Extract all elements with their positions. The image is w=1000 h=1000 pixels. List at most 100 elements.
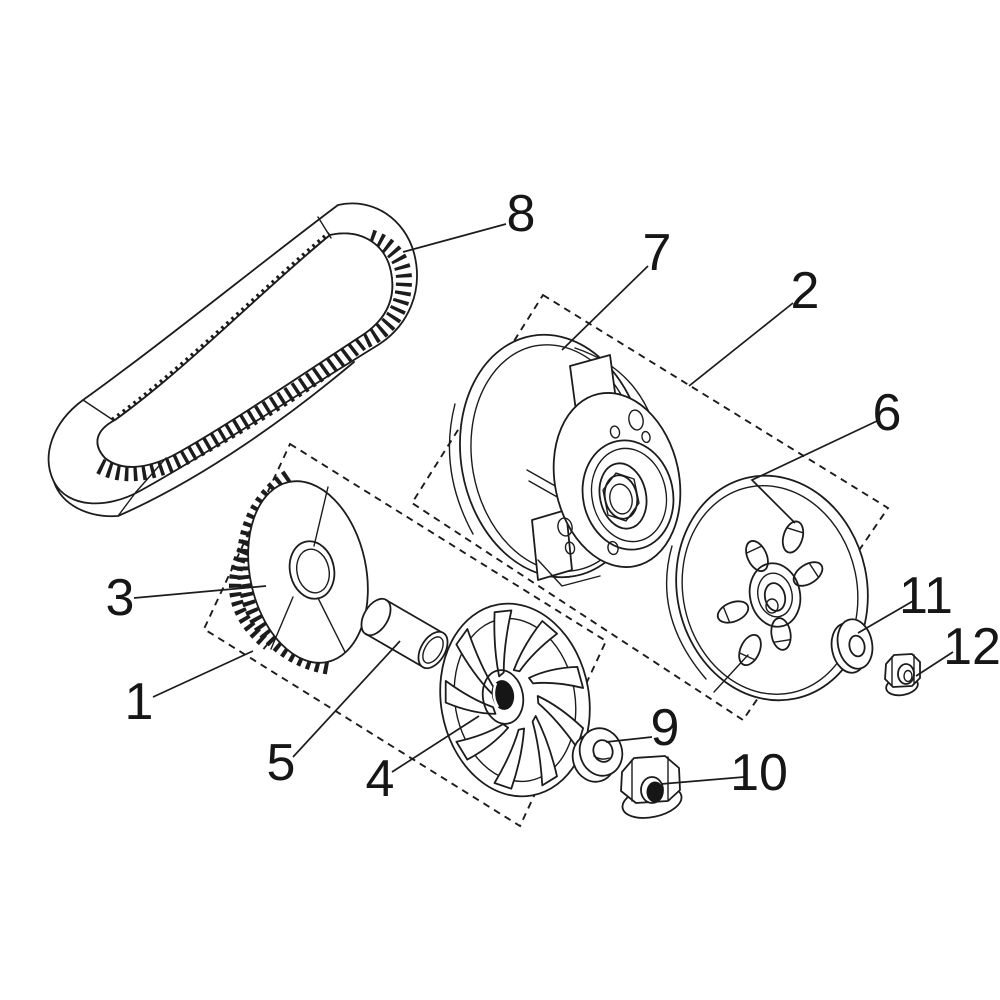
fan-blade [531, 715, 558, 787]
clutch-shoe-bottom [531, 509, 573, 581]
belt-inner-edge [96, 232, 394, 468]
belt-seam-right [317, 216, 332, 239]
washer9-face [578, 727, 624, 777]
bell-hub-outer [748, 562, 802, 628]
slot-outline [738, 633, 762, 667]
bearing-spline-ring [602, 472, 640, 522]
washer9-bore-depth [593, 755, 610, 760]
callout-label-8: 8 [507, 185, 536, 243]
bearing-ring [598, 462, 648, 530]
nut12-bore-ring [897, 663, 915, 685]
fan-blade [528, 666, 584, 689]
spacer-bushing [360, 597, 449, 670]
leader-line-9 [605, 736, 653, 743]
callout-label-12: 12 [943, 618, 1000, 676]
washer-11 [830, 618, 874, 674]
leader-line-2 [688, 302, 794, 387]
callout-label-11: 11 [899, 567, 953, 625]
bell-hub-bore [763, 582, 787, 612]
clutch-carrier-plate [552, 392, 682, 568]
belt-teeth-large [96, 228, 413, 482]
spacer-bottom-edge [365, 633, 424, 668]
fan-pulley-face [439, 602, 591, 798]
clutch-spring-line-2 [528, 480, 560, 499]
drive-belt [47, 202, 418, 518]
leader-line-3 [133, 585, 267, 599]
gear-cone-line-1 [313, 486, 329, 547]
clutch-rear-depth-arc [448, 403, 474, 535]
bell-vent-slot [792, 561, 824, 587]
bell-vent-slot [745, 540, 769, 572]
bell-seam-line [713, 654, 749, 693]
bearing-bore-inner [609, 483, 633, 515]
flange-nut-12 [884, 653, 921, 697]
slot-outline [745, 540, 769, 572]
slot-notch [746, 545, 762, 554]
hub-ring-outer [581, 439, 675, 551]
clutch-bracket [537, 559, 601, 587]
bearing-bore [603, 474, 639, 520]
bell-vent-slot [781, 520, 805, 554]
callout-label-6: 6 [873, 384, 902, 442]
callout-label-10: 10 [730, 744, 788, 802]
slot-outline [792, 561, 824, 587]
washer9-hole [592, 739, 614, 763]
slot-notch [773, 638, 791, 643]
callout-label-4: 4 [366, 750, 395, 808]
slot-notch [808, 562, 819, 578]
leader-line-6 [750, 420, 878, 524]
fan-hub-ring [481, 669, 525, 725]
washer11-face [836, 618, 874, 670]
hub-ring [590, 447, 668, 543]
bell-drum-rim [681, 485, 859, 695]
flange-nut-10 [620, 755, 683, 819]
plate-hole [609, 425, 621, 439]
leader-line-12 [915, 651, 954, 677]
plate-hole [557, 517, 573, 537]
slot-notch [722, 606, 731, 623]
fan-bore-highlight [492, 682, 500, 708]
clutch-hub-bearing [581, 439, 675, 551]
fan-blade [493, 727, 525, 790]
washer11-hole [848, 634, 866, 658]
leader-line-5 [292, 640, 401, 758]
spacer-bore [422, 636, 444, 664]
fan-blades [444, 609, 584, 790]
fan-blade [493, 609, 513, 678]
fan-blade [512, 620, 558, 673]
fan-center-bore [491, 680, 515, 710]
group-box-clutch [410, 293, 890, 722]
leader-line-11 [857, 600, 914, 634]
callout-label-3: 3 [106, 569, 135, 627]
callout-label-1: 1 [125, 673, 154, 731]
leader-line-7 [561, 265, 649, 351]
clutch-spring-line-1 [526, 469, 558, 488]
bell-hub-mid [757, 572, 793, 618]
callout-label-2: 2 [791, 262, 820, 320]
bell-hub-detail [765, 598, 779, 614]
slot-outline [781, 520, 805, 554]
callout-label-5: 5 [267, 734, 296, 792]
belt-seam-left-bottom [135, 457, 167, 493]
belt-inner-hole [97, 233, 393, 467]
plate-hole [564, 541, 576, 555]
gear-face [247, 480, 369, 664]
bell-depth-arc [665, 545, 707, 680]
bell-vent-slots [716, 520, 824, 667]
fan-blade [455, 723, 510, 761]
belt-seam-wall [117, 491, 137, 517]
clutch-assembly [448, 333, 682, 587]
plate-hole [628, 409, 644, 431]
spacer-top-edge [385, 599, 444, 634]
leader-line-10 [660, 776, 745, 785]
washer-9 [571, 727, 624, 783]
callout-label-9: 9 [651, 699, 680, 757]
slot-notch [786, 527, 804, 534]
gear-hub-bore [295, 548, 331, 594]
bell-drum-outer [675, 474, 869, 702]
nut12-bore-inner [903, 669, 913, 683]
belt-seam-left-top [82, 399, 114, 421]
